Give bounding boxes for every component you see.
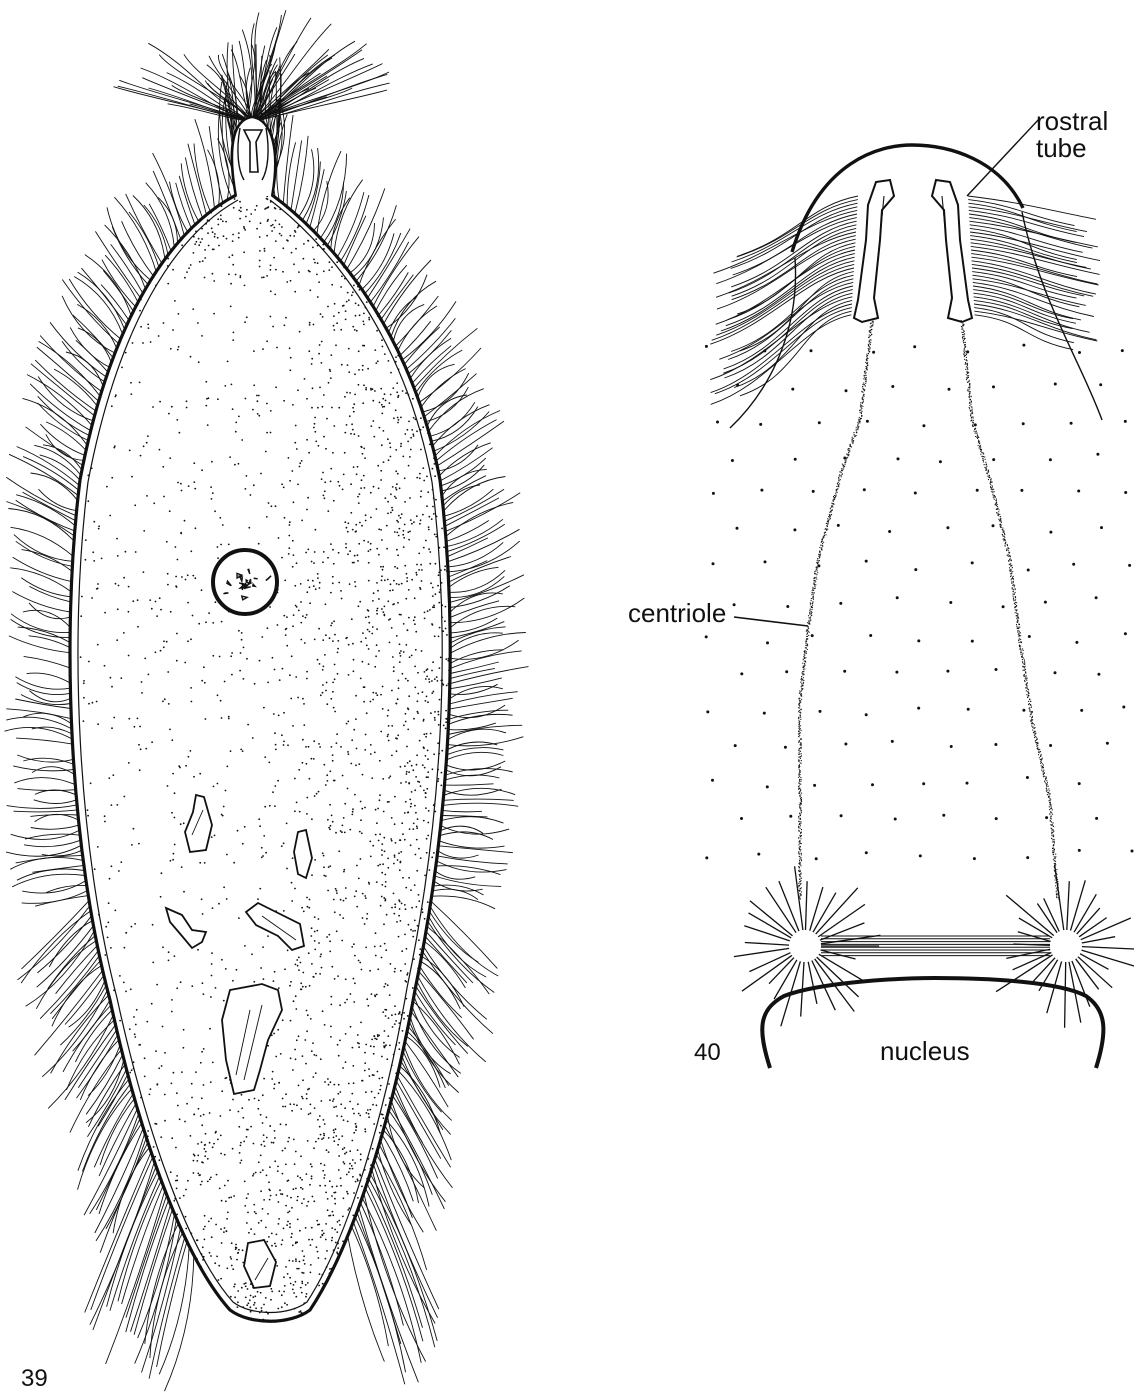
label-tube: tube (1036, 133, 1087, 163)
cilia-bundles-40 (710, 196, 1100, 404)
centriole-strands-40 (798, 319, 1060, 901)
label-rostral: rostral (1036, 106, 1108, 136)
figure-40-detail: rostral tube centriole nucleus 40 (628, 106, 1134, 1068)
centriole-right-40 (1050, 930, 1082, 962)
rostral-tube-inner-lines-40 (874, 196, 952, 300)
cytoplasm-dots-40 (705, 344, 1134, 861)
rostral-tube-left-40 (854, 180, 894, 322)
leader-centriole (734, 617, 808, 626)
rostral-tube-pair-40 (854, 180, 972, 322)
nucleus-39 (213, 550, 277, 614)
centriole-left-40 (789, 930, 821, 962)
leader-rostral-tube (967, 118, 1040, 196)
figure-39-organism: 39 (5, 10, 529, 1392)
label-centriole: centriole (628, 598, 726, 628)
figure-number-39: 39 (21, 1365, 48, 1392)
label-nucleus: nucleus (880, 1036, 970, 1066)
rostral-tube-right-40 (932, 180, 972, 322)
figure-number-40: 40 (694, 1039, 721, 1066)
